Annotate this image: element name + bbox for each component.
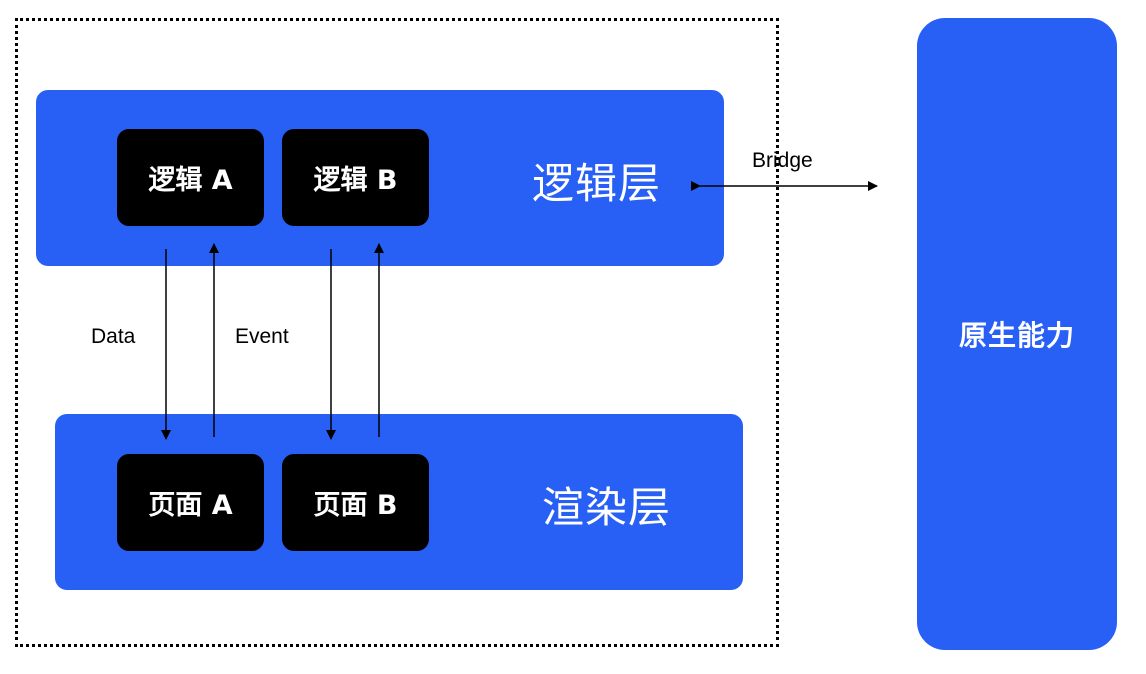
render-layer-title: 渲染层 [542,483,672,532]
logic-b-box: 逻辑 B [282,129,429,226]
dashed-container [15,18,779,647]
logic-a-box: 逻辑 A [117,129,264,226]
event-label: Event [235,325,289,348]
bridge-label: Bridge [752,149,813,172]
logic-layer-title: 逻辑层 [532,159,662,208]
data-label: Data [91,325,136,348]
page-b-box: 页面 B [282,454,429,551]
page-a-box: 页面 A [117,454,264,551]
native-capability-block: 原生能力 [917,18,1117,650]
